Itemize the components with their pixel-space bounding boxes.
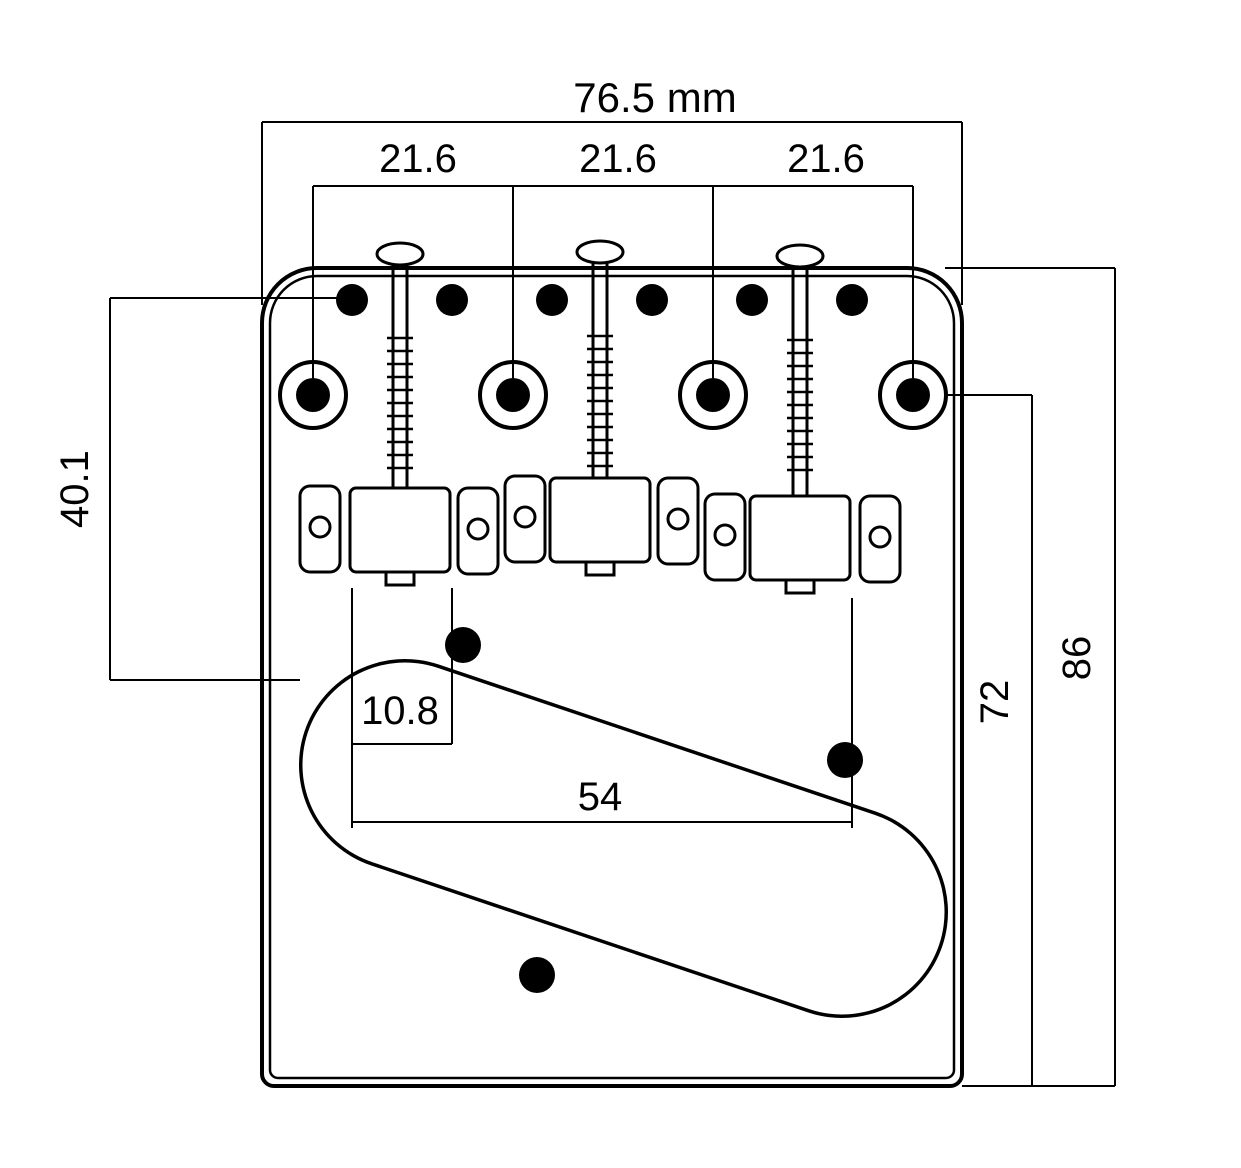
dim-left-height	[109, 297, 338, 681]
label-overall-width: 76.5 mm	[573, 74, 736, 121]
dimension-labels: 76.5 mm 21.6 21.6 21.6 40.1 10.8 54 72 8…	[53, 74, 1099, 819]
height-screw-hole	[308, 515, 332, 539]
label-saddle-spacing-3: 21.6	[787, 137, 865, 181]
label-string-span: 54	[578, 775, 623, 819]
string-hole-3	[536, 284, 568, 316]
height-screw-hole	[513, 505, 537, 529]
label-outer-height: 86	[1055, 636, 1099, 681]
screw-head	[375, 241, 425, 267]
mounting-holes	[278, 360, 948, 430]
mounting-hole-center-4	[896, 378, 930, 412]
intonation-screws	[375, 239, 825, 496]
saddle-tab	[384, 570, 416, 587]
saddle-1	[298, 484, 500, 587]
dim-string-pair-spacing	[351, 588, 453, 828]
dimension-lines	[109, 121, 1116, 1087]
height-screw-hole	[666, 507, 690, 531]
string-hole-6	[836, 284, 868, 316]
string-hole-5	[736, 284, 768, 316]
dim-string-span	[352, 598, 853, 828]
saddle-block	[548, 476, 652, 564]
dim-saddle-spacing	[312, 185, 914, 395]
screw-head	[575, 239, 625, 265]
dim-overall-width	[261, 121, 963, 305]
bridge-plate	[260, 266, 964, 1088]
saddles	[298, 474, 902, 595]
body-screw-dot-3	[519, 957, 555, 993]
intonation-screw-1	[375, 241, 425, 488]
saddle-2	[503, 474, 700, 577]
saddle-tab	[584, 560, 616, 577]
bridge-plate-outer-outline	[260, 266, 964, 1088]
body-screw-dot-1	[445, 627, 481, 663]
height-screw-hole	[466, 517, 490, 541]
pickup-cavity-slot	[299, 659, 948, 1018]
string-hole-4	[636, 284, 668, 316]
label-saddle-spacing-1: 21.6	[379, 137, 457, 181]
saddle-tab	[784, 578, 816, 595]
bridge-plate-inner-outline	[268, 274, 956, 1080]
label-string-pair-spacing: 10.8	[361, 689, 439, 733]
intonation-screw-3	[775, 243, 825, 496]
label-saddle-spacing-2: 21.6	[579, 137, 657, 181]
string-hole-2	[436, 284, 468, 316]
pickup-cavity-inner	[302, 662, 945, 1015]
screw-head	[775, 243, 825, 269]
saddle-block	[748, 494, 852, 582]
saddle-block	[348, 486, 452, 574]
dim-outer-height	[945, 267, 1116, 1087]
dim-inner-height	[946, 394, 1033, 1086]
height-screw-hole	[868, 525, 892, 549]
string-hole-1	[336, 284, 368, 316]
label-left-height: 40.1	[53, 450, 97, 528]
mounting-hole-center-1	[296, 378, 330, 412]
body-screw-dot-2	[827, 742, 863, 778]
saddle-3	[703, 492, 902, 595]
intonation-screw-2	[575, 239, 625, 478]
mounting-hole-center-3	[696, 378, 730, 412]
filled-holes	[296, 284, 930, 993]
label-inner-height: 72	[973, 680, 1017, 725]
height-screw-hole	[713, 523, 737, 547]
mounting-hole-center-2	[496, 378, 530, 412]
